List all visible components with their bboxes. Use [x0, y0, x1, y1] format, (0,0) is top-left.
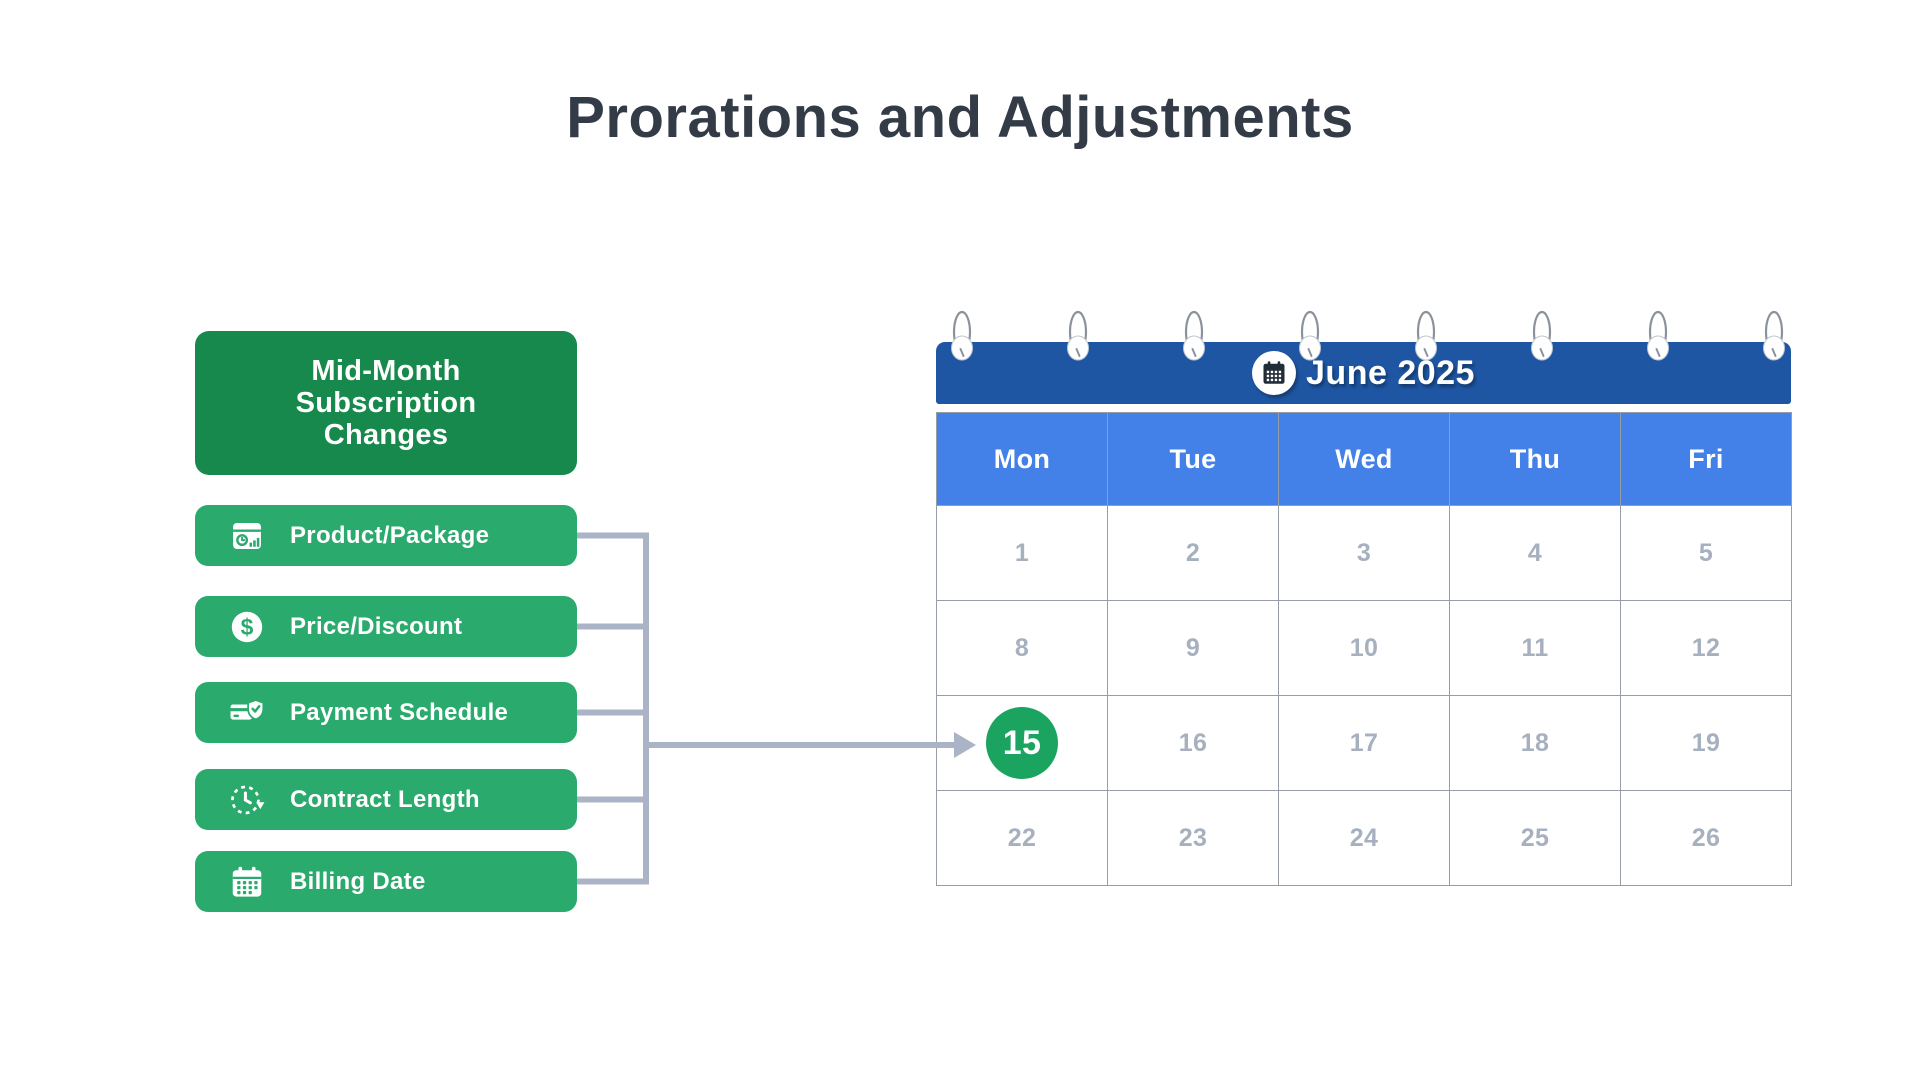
item-product-package[interactable]: Product/Package [195, 505, 577, 566]
item-label: Payment Schedule [290, 698, 509, 726]
weekday-header-wed: Wed [1279, 413, 1450, 506]
day-number: 22 [1007, 823, 1037, 852]
card-shield-check-icon [228, 694, 266, 732]
item-label: Billing Date [290, 867, 426, 895]
calendar-title: June 2025 [1306, 353, 1475, 392]
day-cell[interactable]: 17 [1279, 696, 1450, 791]
day-cell[interactable]: 23 [1108, 791, 1279, 886]
day-cell[interactable]: 1 [937, 506, 1108, 601]
highlighted-day-circle: 15 [986, 707, 1058, 779]
day-cell[interactable]: 8 [937, 601, 1108, 696]
day-cell[interactable]: 5 [1621, 506, 1792, 601]
day-number: 5 [1698, 538, 1714, 567]
item-label: Product/Package [290, 521, 490, 549]
item-label: Contract Length [290, 785, 480, 813]
day-number: 26 [1691, 823, 1721, 852]
day-number: 24 [1349, 823, 1379, 852]
day-cell[interactable]: 26 [1621, 791, 1792, 886]
weekday-header-mon: Mon [937, 413, 1108, 506]
day-number: 4 [1527, 538, 1543, 567]
day-number: 2 [1185, 538, 1201, 567]
calendar-page-icon [1252, 351, 1297, 395]
day-cell[interactable]: 16 [1108, 696, 1279, 791]
day-cell[interactable]: 4 [1450, 506, 1621, 601]
panel-header: Mid-Month Subscription Changes [195, 331, 577, 475]
day-number: 10 [1349, 633, 1379, 662]
panel-header-line: Changes [323, 419, 449, 451]
day-number: 9 [1185, 633, 1201, 662]
product-window-chart-icon [228, 517, 266, 555]
day-cell[interactable]: 10 [1279, 601, 1450, 696]
panel-header-line: Mid-Month [311, 355, 461, 387]
day-number: 17 [1349, 728, 1379, 757]
item-billing-date[interactable]: Billing Date [195, 851, 577, 912]
dollar-circle-icon: $ [228, 608, 266, 646]
item-label: Price/Discount [290, 612, 463, 640]
day-number: 16 [1178, 728, 1208, 757]
clock-duration-icon [228, 781, 266, 819]
day-number: 1 [1014, 538, 1030, 567]
weekday-header-thu: Thu [1450, 413, 1621, 506]
day-number: 8 [1014, 633, 1030, 662]
weekday-header-tue: Tue [1108, 413, 1279, 506]
day-cell[interactable]: 9 [1108, 601, 1279, 696]
calendar-grid: Mon Tue Wed Thu Fri 1 2 3 4 5 8 9 10 11 … [936, 412, 1792, 886]
page-title: Prorations and Adjustments [566, 85, 1354, 150]
day-cell[interactable]: 12 [1621, 601, 1792, 696]
day-number: 19 [1691, 728, 1721, 757]
day-cell[interactable]: 19 [1621, 696, 1792, 791]
svg-text:$: $ [241, 613, 254, 639]
weekday-header-fri: Fri [1621, 413, 1792, 506]
day-number: 15 [1002, 723, 1042, 762]
day-number: 12 [1691, 633, 1721, 662]
day-cell[interactable]: 22 [937, 791, 1108, 886]
day-number: 18 [1520, 728, 1550, 757]
day-cell[interactable]: 2 [1108, 506, 1279, 601]
day-cell-highlighted[interactable]: 15 [937, 696, 1108, 791]
panel-header-line: Subscription [295, 387, 477, 419]
item-contract-length[interactable]: Contract Length [195, 769, 577, 830]
day-number: 11 [1521, 633, 1549, 662]
day-cell[interactable]: 11 [1450, 601, 1621, 696]
calendar-grid-icon [228, 863, 266, 901]
day-cell[interactable]: 24 [1279, 791, 1450, 886]
item-payment-schedule[interactable]: Payment Schedule [195, 682, 577, 743]
day-number: 23 [1178, 823, 1208, 852]
day-number: 3 [1356, 538, 1372, 567]
item-price-discount[interactable]: $ Price/Discount [195, 596, 577, 657]
day-cell[interactable]: 18 [1450, 696, 1621, 791]
calendar: June 2025 [936, 310, 1792, 886]
calendar-header-bar: June 2025 [936, 342, 1791, 404]
day-cell[interactable]: 3 [1279, 506, 1450, 601]
day-cell[interactable]: 25 [1450, 791, 1621, 886]
day-number: 25 [1520, 823, 1550, 852]
